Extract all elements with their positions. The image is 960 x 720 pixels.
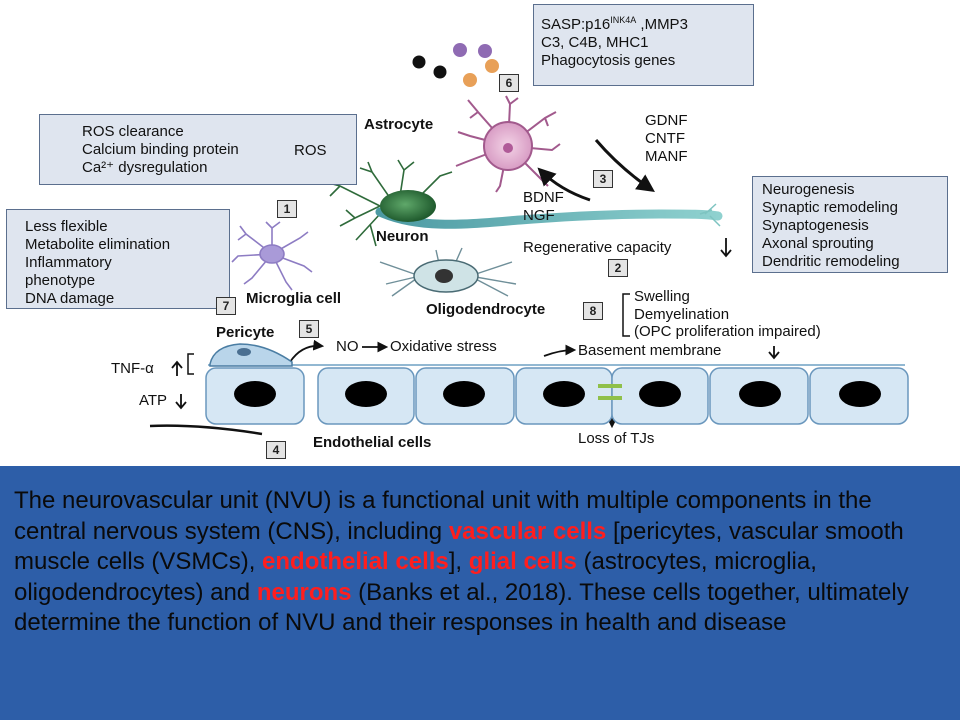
tnf-label: TNF-α [111, 360, 154, 377]
arrow-astro-neuron [594, 139, 655, 193]
caption-text-4: (astrocytes, microglia, oligodendrocytes… [14, 548, 817, 606]
phagocytosis-label: Phagocytosis genes [541, 52, 676, 69]
ca-dysregulation-label: Ca²⁺ dysregulation [82, 159, 208, 176]
effect-swelling: Swelling [634, 288, 690, 305]
oligodendrocyte-label: Oligodendrocyte [426, 301, 546, 318]
microglia-line-3: Inflammatory [25, 254, 112, 271]
caption-highlight-neurons: neurons [256, 578, 352, 606]
oxidative-label: Oxidative stress [390, 338, 497, 355]
repair-line-4: Axonal sprouting [762, 235, 874, 252]
microglia-line-4: phenotype [25, 272, 96, 289]
effect-demyelination: Demyelination [634, 306, 730, 323]
arrow-bottom-4 [149, 424, 263, 436]
ros-label: ROS [294, 142, 327, 159]
repair-line-3: Synaptogenesis [762, 217, 869, 234]
oligo-bracket [622, 293, 630, 337]
caption-highlight-endothelial: endothelial cells [262, 548, 449, 575]
sasp-sup: INK4A [610, 15, 637, 25]
ros-box: ROS clearance Calcium binding protein Ca… [39, 114, 357, 185]
pericyte-cell [209, 343, 293, 367]
nvu-diagram: SASP:p16INK4A ,MMP3 C3, C4B, MHC1 Phagoc… [6, 4, 948, 459]
tag-7: 7 [216, 297, 236, 315]
basement-label: Basement membrane [578, 342, 722, 359]
tnf-bracket [187, 353, 194, 375]
loss-tjs-label: Loss of TJs [578, 430, 655, 447]
diagram-drawing [67, 20, 909, 436]
caption-text-3: ], [448, 548, 469, 575]
caption-highlight-glial: glial cells [468, 548, 577, 575]
regenerative-label: Regenerative capacity [523, 239, 672, 256]
microglia-box: Less flexible Metabolite elimination Inf… [6, 209, 230, 309]
calcium-binding-label: Calcium binding protein [82, 141, 239, 158]
arrow-neuron-astro [537, 167, 591, 202]
tag-6: 6 [499, 74, 519, 92]
microglia-cell [231, 221, 313, 291]
atp-label: ATP [139, 392, 168, 409]
caption-panel: The neurovascular unit (NVU) is a functi… [0, 466, 960, 720]
neuron-label: Neuron [376, 228, 429, 245]
tag-5: 5 [299, 320, 319, 338]
factor-ngf: NGF [523, 207, 555, 224]
caption-highlight-vascular: vascular cells [448, 517, 607, 545]
caption-text-5: (Banks et al., 2018). These cells togeth… [14, 578, 909, 637]
pericyte-label: Pericyte [216, 324, 275, 341]
microglia-line-5: DNA damage [25, 290, 115, 307]
tag-1: 1 [277, 200, 297, 218]
arrow-basement [543, 344, 577, 357]
caption-text-1: The neurovascular unit (NVU) is a functi… [14, 487, 872, 545]
repair-line-1: Neurogenesis [762, 181, 855, 198]
effect-opc: (OPC proliferation impaired) [634, 323, 821, 340]
no-label: NO [336, 338, 359, 355]
astrocyte-label: Astrocyte [364, 116, 434, 133]
oligodendrocyte-cell [379, 247, 517, 297]
endothelial-row [205, 367, 909, 425]
microglia-line-2: Metabolite elimination [25, 236, 171, 253]
tag-3: 3 [593, 170, 613, 188]
tag-8: 8 [583, 302, 603, 320]
factor-cntf: CNTF [645, 130, 685, 147]
factor-manf: MANF [645, 148, 688, 165]
ros-clearance-label: ROS clearance [82, 123, 184, 140]
tag-4: 4 [266, 441, 286, 459]
senescence-box: SASP:p16INK4A ,MMP3 C3, C4B, MHC1 Phagoc… [533, 4, 754, 86]
repair-box: Neurogenesis Synaptic remodeling Synapto… [752, 176, 948, 273]
astrocyte-cell [455, 95, 561, 193]
sasp-particles [412, 43, 499, 87]
endothelial-label: Endothelial cells [313, 434, 432, 451]
microglia-label: Microglia cell [246, 290, 342, 307]
factor-gdnf: GDNF [645, 112, 688, 129]
factor-bdnf: BDNF [523, 189, 564, 206]
sasp-label: SASP:p16 [541, 16, 611, 33]
arrow-pericyte-no [289, 339, 325, 363]
tag-2: 2 [608, 259, 628, 277]
mmp3-label: ,MMP3 [636, 16, 688, 33]
caption-text-2: [pericytes, vascular smooth muscle cells… [14, 517, 904, 576]
complement-label: C3, C4B, MHC1 [541, 34, 649, 51]
microglia-line-1: Less flexible [25, 218, 108, 235]
repair-line-5: Dendritic remodeling [762, 253, 900, 270]
repair-line-2: Synaptic remodeling [762, 199, 898, 216]
neuron-cell [324, 159, 723, 247]
